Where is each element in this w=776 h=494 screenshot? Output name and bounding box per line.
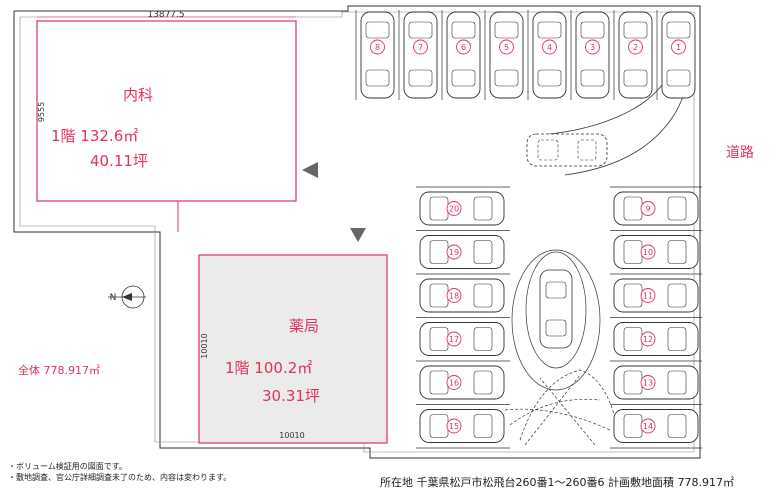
parking-space-17: 17 (419, 322, 505, 356)
parking-number: 7 (418, 43, 423, 52)
site-dim-left: 9555 (37, 102, 46, 122)
parking-space-11: 11 (613, 278, 699, 313)
site-boundary-inner (19, 11, 695, 453)
parking-space-1: 1 (661, 11, 696, 99)
yakkyoku-floor-area: 1階 100.2㎡ (225, 359, 312, 377)
total-area: 全体 778.917㎡ (18, 363, 100, 377)
parking-number: 13 (643, 379, 653, 388)
parking-number: 2 (633, 43, 638, 52)
parking-number: 20 (449, 205, 459, 214)
turning-path-middle (511, 249, 601, 391)
parked-car-turning (526, 133, 608, 167)
parking-number: 11 (643, 292, 653, 301)
svg-text:N: N (110, 293, 117, 303)
parking-space-15: 15 (419, 409, 505, 443)
parking-space-16: 16 (419, 365, 505, 400)
parking-space-8: 8 (360, 11, 395, 99)
parking-space-2: 2 (618, 11, 653, 99)
parking-space-4: 4 (532, 11, 567, 99)
parking-top-row: 8 7 6 5 4 3 2 1 (355, 10, 701, 100)
parking-space-20: 20 (419, 191, 505, 226)
note-line-2: ・敷地調査、官公庁詳細調査未了のため、内容は変わります。 (8, 473, 232, 482)
parking-number: 9 (645, 205, 650, 214)
parking-space-7: 7 (403, 11, 438, 99)
parking-left-column: 20 19 18 17 16 15 (416, 186, 510, 449)
note-line-1: ・ボリューム検証用の図面です。 (8, 462, 127, 471)
parking-number: 16 (449, 379, 459, 388)
car-turning-vertical (539, 269, 573, 349)
parking-space-18: 18 (419, 278, 505, 313)
parking-right-column: 9 10 11 12 13 14 (610, 186, 702, 449)
parking-number: 3 (590, 43, 595, 52)
yakkyoku-building (198, 254, 388, 444)
parking-number: 15 (449, 422, 459, 431)
site-boundary (13, 5, 701, 459)
parking-number: 6 (461, 43, 466, 52)
parking-number: 19 (449, 248, 459, 257)
naika-entrance-marker (302, 162, 318, 178)
road-label: 道路 (726, 145, 754, 161)
turning-path-middle-2 (525, 251, 587, 369)
parking-space-12: 12 (613, 322, 699, 356)
parking-number: 1 (676, 43, 681, 52)
parking-number: 4 (547, 43, 552, 52)
yakkyoku-name: 薬局 (289, 317, 319, 335)
parking-number: 17 (449, 335, 459, 344)
parking-number: 14 (643, 422, 653, 431)
yakkyoku-dim-left: 10010 (200, 333, 209, 358)
parking-space-10: 10 (613, 235, 699, 269)
north-compass-icon: N (108, 285, 146, 309)
parking-number: 18 (449, 292, 459, 301)
parking-space-9: 9 (613, 191, 699, 226)
parking-space-6: 6 (446, 11, 481, 99)
parking-space-3: 3 (575, 11, 610, 99)
yakkyoku-entrance-marker (350, 228, 366, 242)
naika-floor-area: 1階 132.6㎡ (51, 127, 138, 145)
naika-building (36, 20, 297, 202)
parking-space-19: 19 (419, 235, 505, 269)
parking-space-13: 13 (613, 365, 699, 400)
site-dim-top: 13877.5 (147, 10, 184, 20)
address-line: 所在地 千葉県松戸市松飛台260番1〜260番6 計画敷地面積 778.917㎡ (380, 476, 734, 489)
parking-number: 12 (643, 335, 653, 344)
naika-name: 内科 (123, 86, 153, 104)
parking-number: 8 (375, 43, 380, 52)
turning-path-bottom (504, 369, 621, 446)
naika-tsubo: 40.11坪 (90, 152, 148, 170)
parking-space-14: 14 (613, 409, 699, 443)
parking-number: 5 (504, 43, 509, 52)
yakkyoku-tsubo: 30.31坪 (262, 387, 320, 405)
yakkyoku-dim-bottom: 10010 (279, 431, 304, 440)
parking-space-5: 5 (489, 11, 524, 99)
parking-number: 10 (643, 248, 653, 257)
